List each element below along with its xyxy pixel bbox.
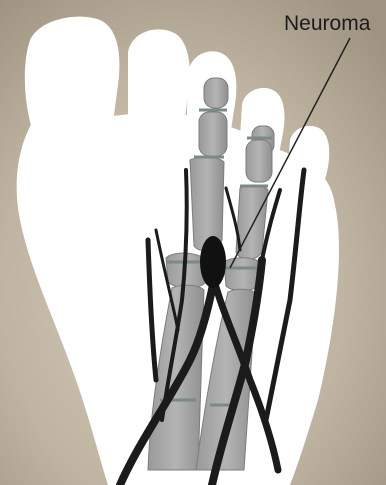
distal-phalanx-2 (204, 78, 228, 108)
middle-phalanx-2 (199, 112, 227, 156)
neuroma-swelling (200, 236, 226, 288)
neuroma-label: Neuroma (284, 12, 371, 35)
proximal-phalanx-2 (190, 157, 224, 251)
middle-phalanx-3 (246, 140, 272, 182)
